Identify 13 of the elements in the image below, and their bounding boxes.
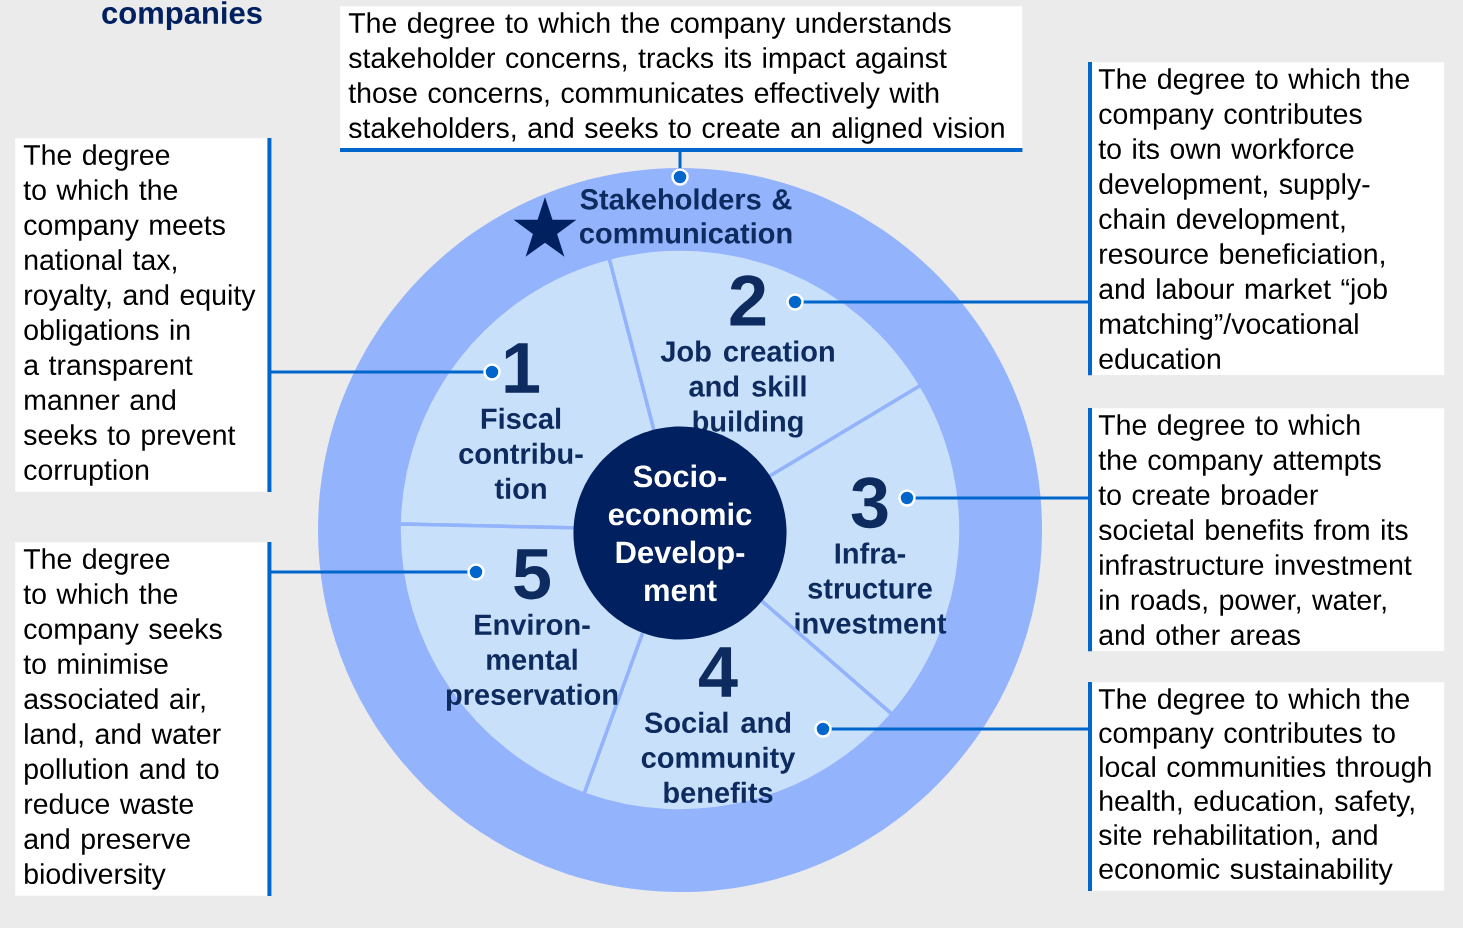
description-box: The degree to which the company contributes to its own workforce development, supply-chain development, resource beneficiation, and labour market “job matching”/vocational education [1088, 62, 1445, 376]
description-box: The degree to which the company attempts to create broader societal benefits from its infrastructure investment in roads, power, water, and other areas [1088, 408, 1445, 652]
description-box: The degree to which the company understands stakeholder concerns, tracks its impact against those concerns, communicates effectively with stakeholders, and seeks to create an aligned vision [340, 6, 1023, 152]
leader-line [269, 363, 501, 381]
leader-line [898, 489, 1090, 507]
description-box: The degree to which the company contributes to local communities through health, education, safety, site rehabilitation, and economic sustainability [1088, 682, 1445, 891]
leader-line [814, 720, 1090, 738]
leader-line [671, 149, 689, 186]
leader-line [269, 563, 485, 581]
description-box: The degree to which the company seeks to minimise associated air, land, and water pollution and to reduce waste and preserve biodiversity [15, 542, 272, 896]
title: companies [102, 1, 262, 31]
leader-line [786, 293, 1090, 311]
description-box: The degree to which the company meets national tax, royalty, and equity obligations in a transparent manner and seeks to prevent corruption [15, 138, 272, 492]
